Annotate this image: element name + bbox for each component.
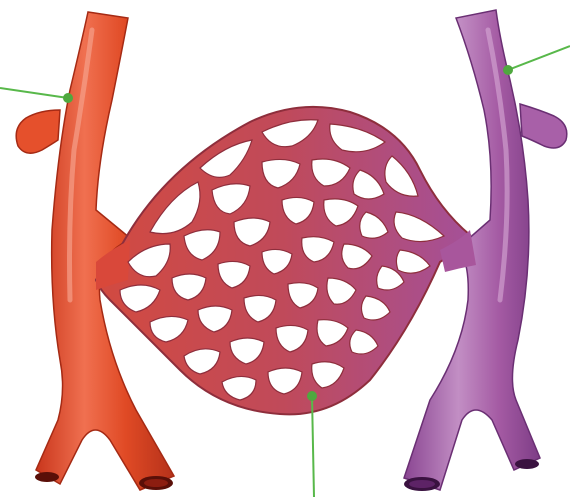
artery-side-branch xyxy=(16,110,60,153)
leader-dot-capillary xyxy=(307,391,317,401)
leader-line-artery xyxy=(0,88,68,98)
vein-opening-right xyxy=(515,459,539,469)
leader-dot-artery xyxy=(63,93,73,103)
vein-side-branch xyxy=(520,104,567,148)
leader-dot-vein xyxy=(503,65,513,75)
capillary-bed xyxy=(96,107,476,415)
leader-line-vein xyxy=(508,46,570,70)
artery-opening-left xyxy=(35,472,59,482)
